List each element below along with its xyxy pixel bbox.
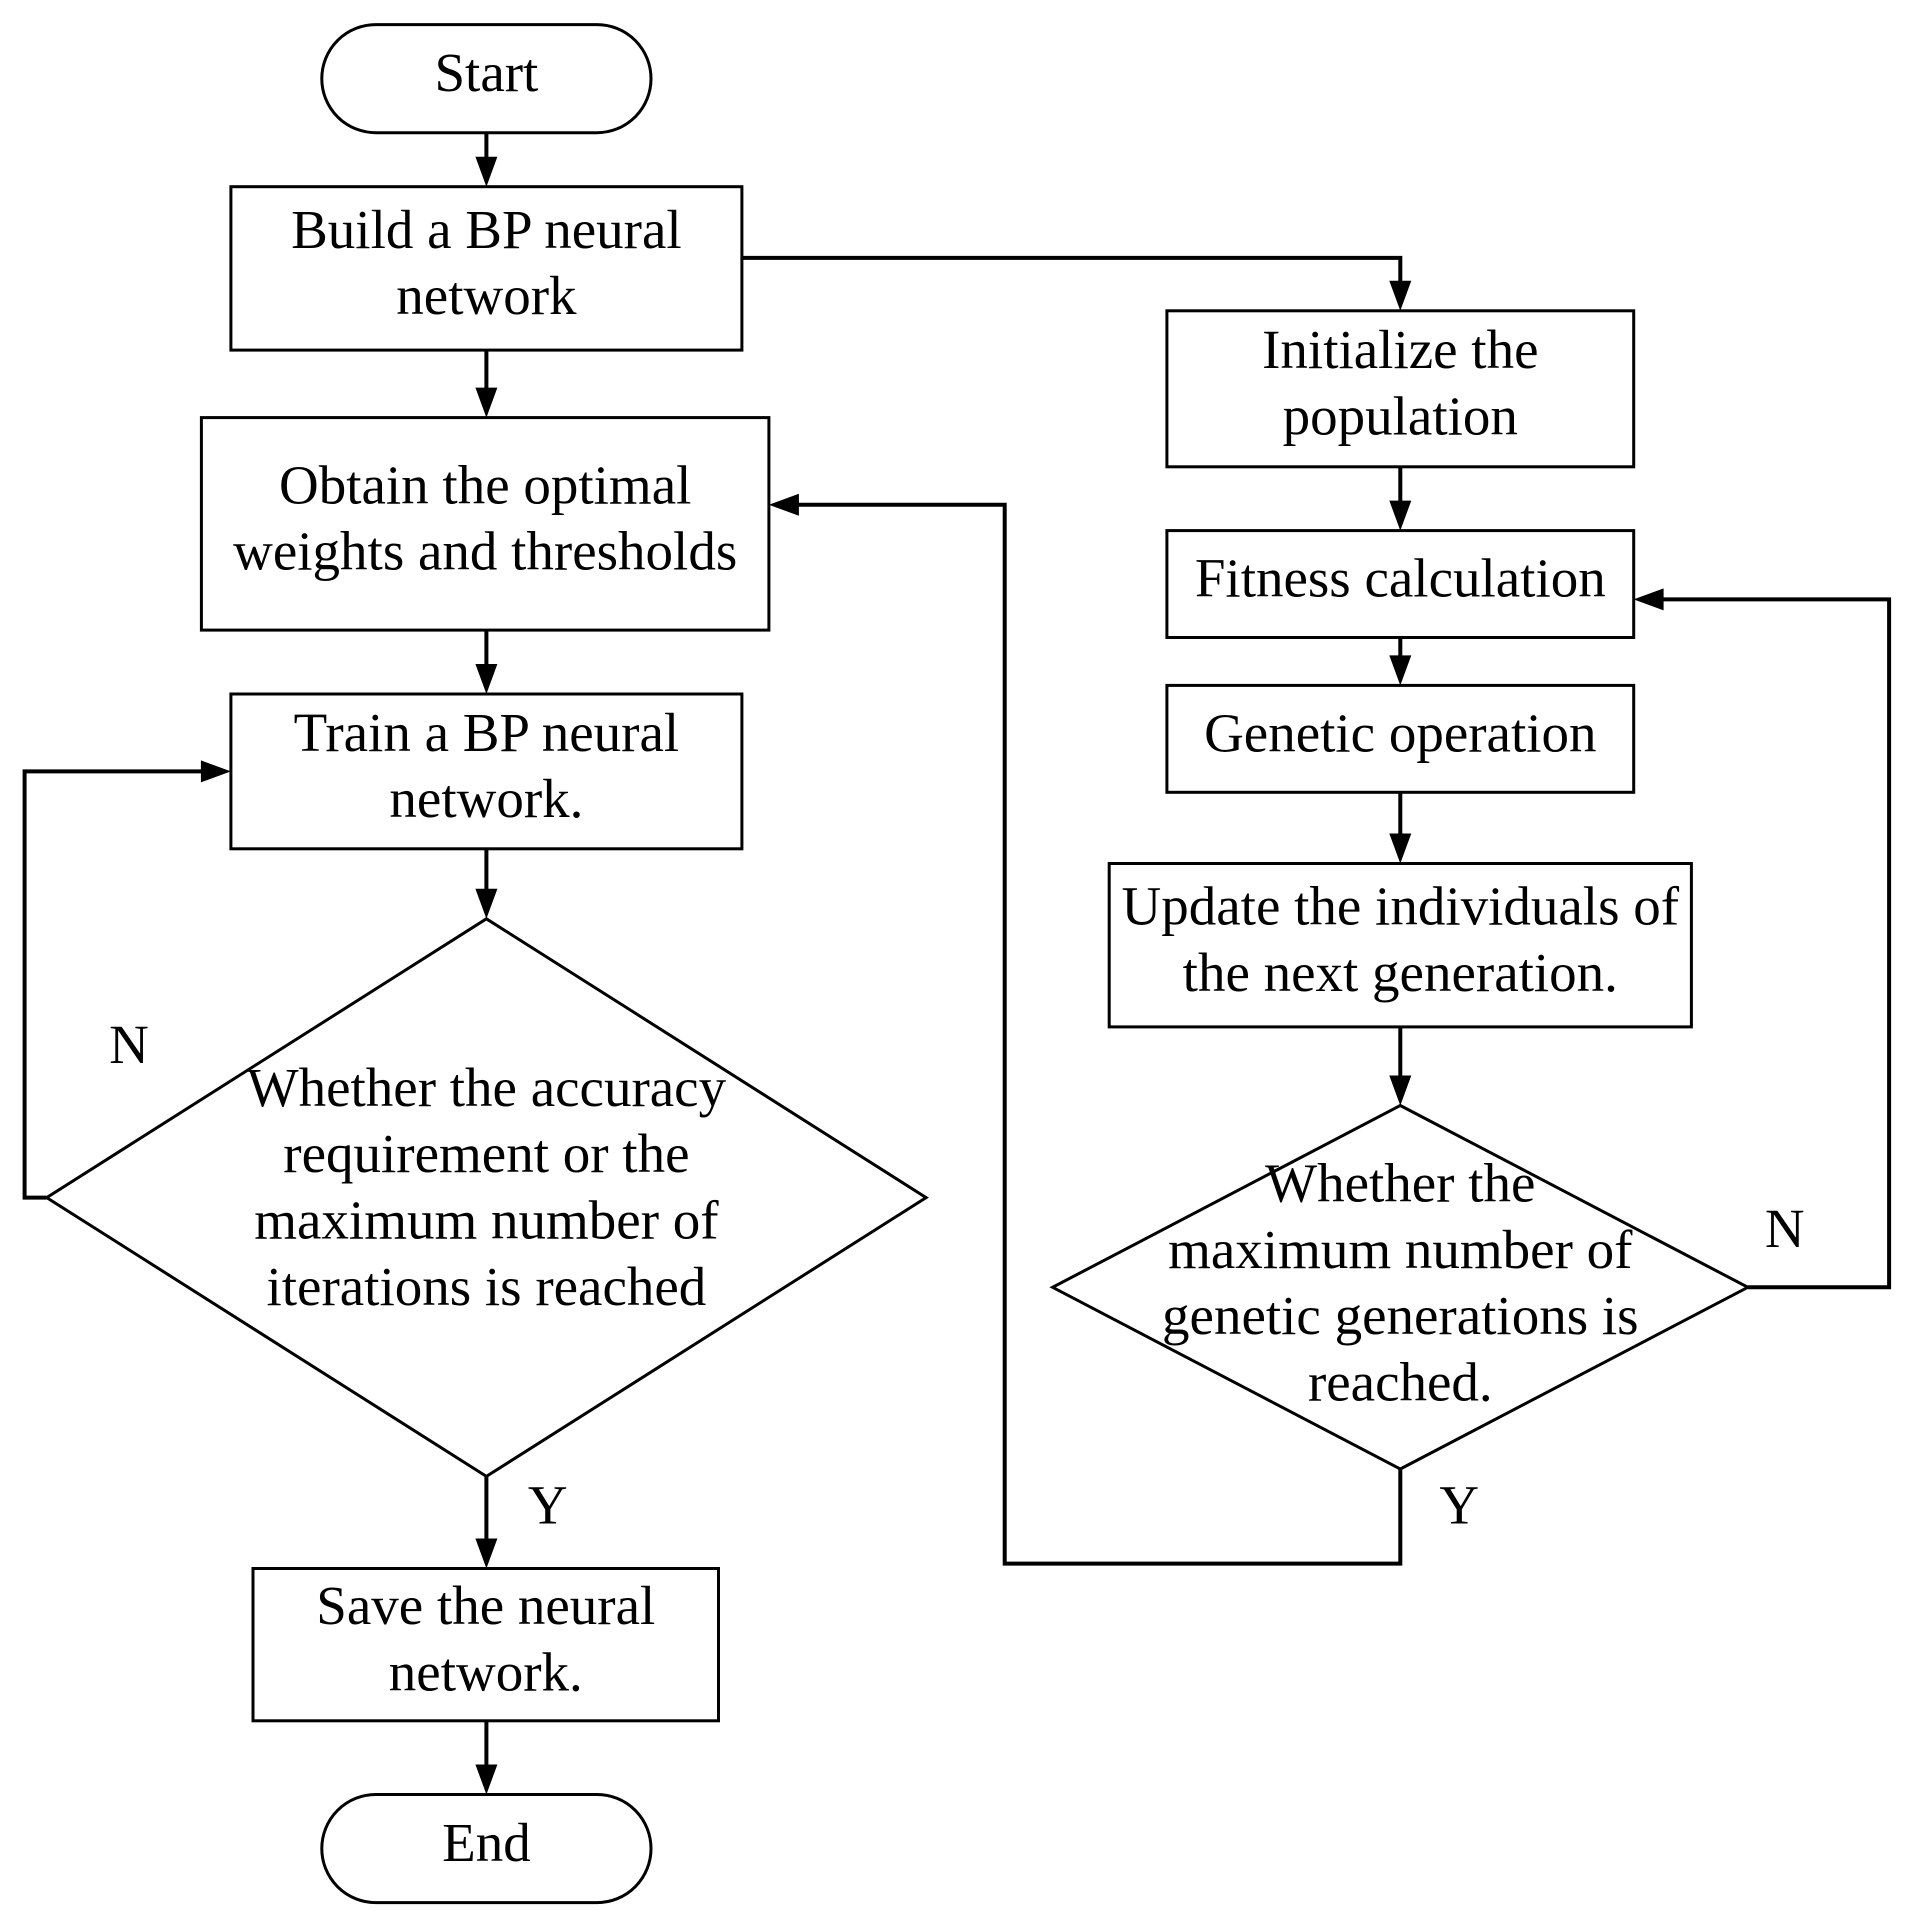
arrowhead [1389,833,1412,864]
arrowhead [768,493,799,516]
connector-fitness-to-genetic [1389,637,1412,686]
connector-generations-to-fitness: N [1633,588,1892,1290]
arrowhead [1389,280,1412,311]
connector-build-to-obtain [475,350,498,418]
connector-init-to-fitness [1389,466,1412,531]
arrowhead [1389,500,1412,531]
process-box [1165,529,1636,639]
connector-start-to-build [475,132,498,187]
node-genetic: Genetic operation [1165,683,1636,794]
node-fitness: Fitness calculation [1165,529,1636,639]
node-text-line: Obtain the optimal [279,454,691,515]
node-text-line: Whether the accuracy [247,1057,727,1118]
node-text-line: maximum number of [254,1189,719,1250]
node-text-line: requirement or the [283,1123,689,1184]
connector-train-to-accuracy [475,848,498,919]
node-text-line: weights and thresholds [233,521,737,582]
arrowhead [475,1538,498,1569]
process-box [1165,309,1636,469]
node-text-line: the next generation. [1183,942,1618,1003]
decision-diamond [1049,1103,1752,1471]
node-text-line: End [442,1812,531,1873]
node-text-line: reached. [1308,1352,1493,1413]
connector-accuracy-to-train: N [22,760,231,1200]
terminal-shape [320,1793,653,1905]
node-text-line: Update the individuals of [1122,876,1680,937]
node-text-line: Genetic operation [1204,702,1596,763]
terminal-shape [320,23,653,135]
arrowhead [475,1764,498,1795]
connector-obtain-to-train [475,630,498,694]
node-text-line: Train a BP neural [294,702,679,763]
node-text-line: Start [434,42,538,103]
node-start: Start [320,23,653,135]
node-text-line: network. [389,768,583,829]
node-end: End [320,1793,653,1905]
connector-line [22,769,204,1200]
node-text-line: Initialize the [1262,319,1538,380]
connector-genetic-to-update [1389,792,1412,864]
process-box [1165,683,1636,794]
node-text-line: genetic generations is [1162,1285,1639,1346]
arrowhead [1389,1075,1412,1106]
branch-label-n: N [1765,1198,1805,1259]
node-text-line: maximum number of [1168,1219,1633,1280]
arrowhead [475,387,498,418]
node-text-line: Fitness calculation [1195,548,1606,609]
node-text-line: Whether the [1265,1153,1535,1214]
branch-label-y: Y [1439,1474,1479,1535]
node-text-line: iterations is reached [266,1256,706,1317]
connector-accuracy-to-save: Y [475,1474,568,1569]
process-box [1107,862,1693,1029]
connector-generations-to-obtain: Y [768,493,1479,1566]
node-text-line: Build a BP neural [291,199,682,260]
node-text-line: Save the neural [316,1575,655,1636]
arrowhead [1389,655,1412,686]
process-box [199,416,771,632]
branch-label-n: N [109,1014,149,1075]
connector-line [795,502,1403,1566]
connector-save-to-end [475,1720,498,1795]
arrowhead [1633,588,1664,611]
connector-update-to-generations [1389,1026,1412,1106]
process-box [229,692,744,851]
connector-build-to-init [741,255,1412,311]
node-text-line: population [1283,386,1518,447]
process-box [229,185,744,352]
branch-label-y: Y [528,1474,568,1535]
connector-line [1660,597,1892,1290]
process-box [251,1567,720,1723]
arrowhead [475,664,498,694]
node-text-line: network. [389,1642,583,1703]
connector-line [741,255,1403,284]
arrowhead [200,760,231,783]
arrowhead [475,888,498,919]
decision-diamond [43,917,929,1479]
arrowhead [475,156,498,187]
node-text-line: network [396,265,577,326]
